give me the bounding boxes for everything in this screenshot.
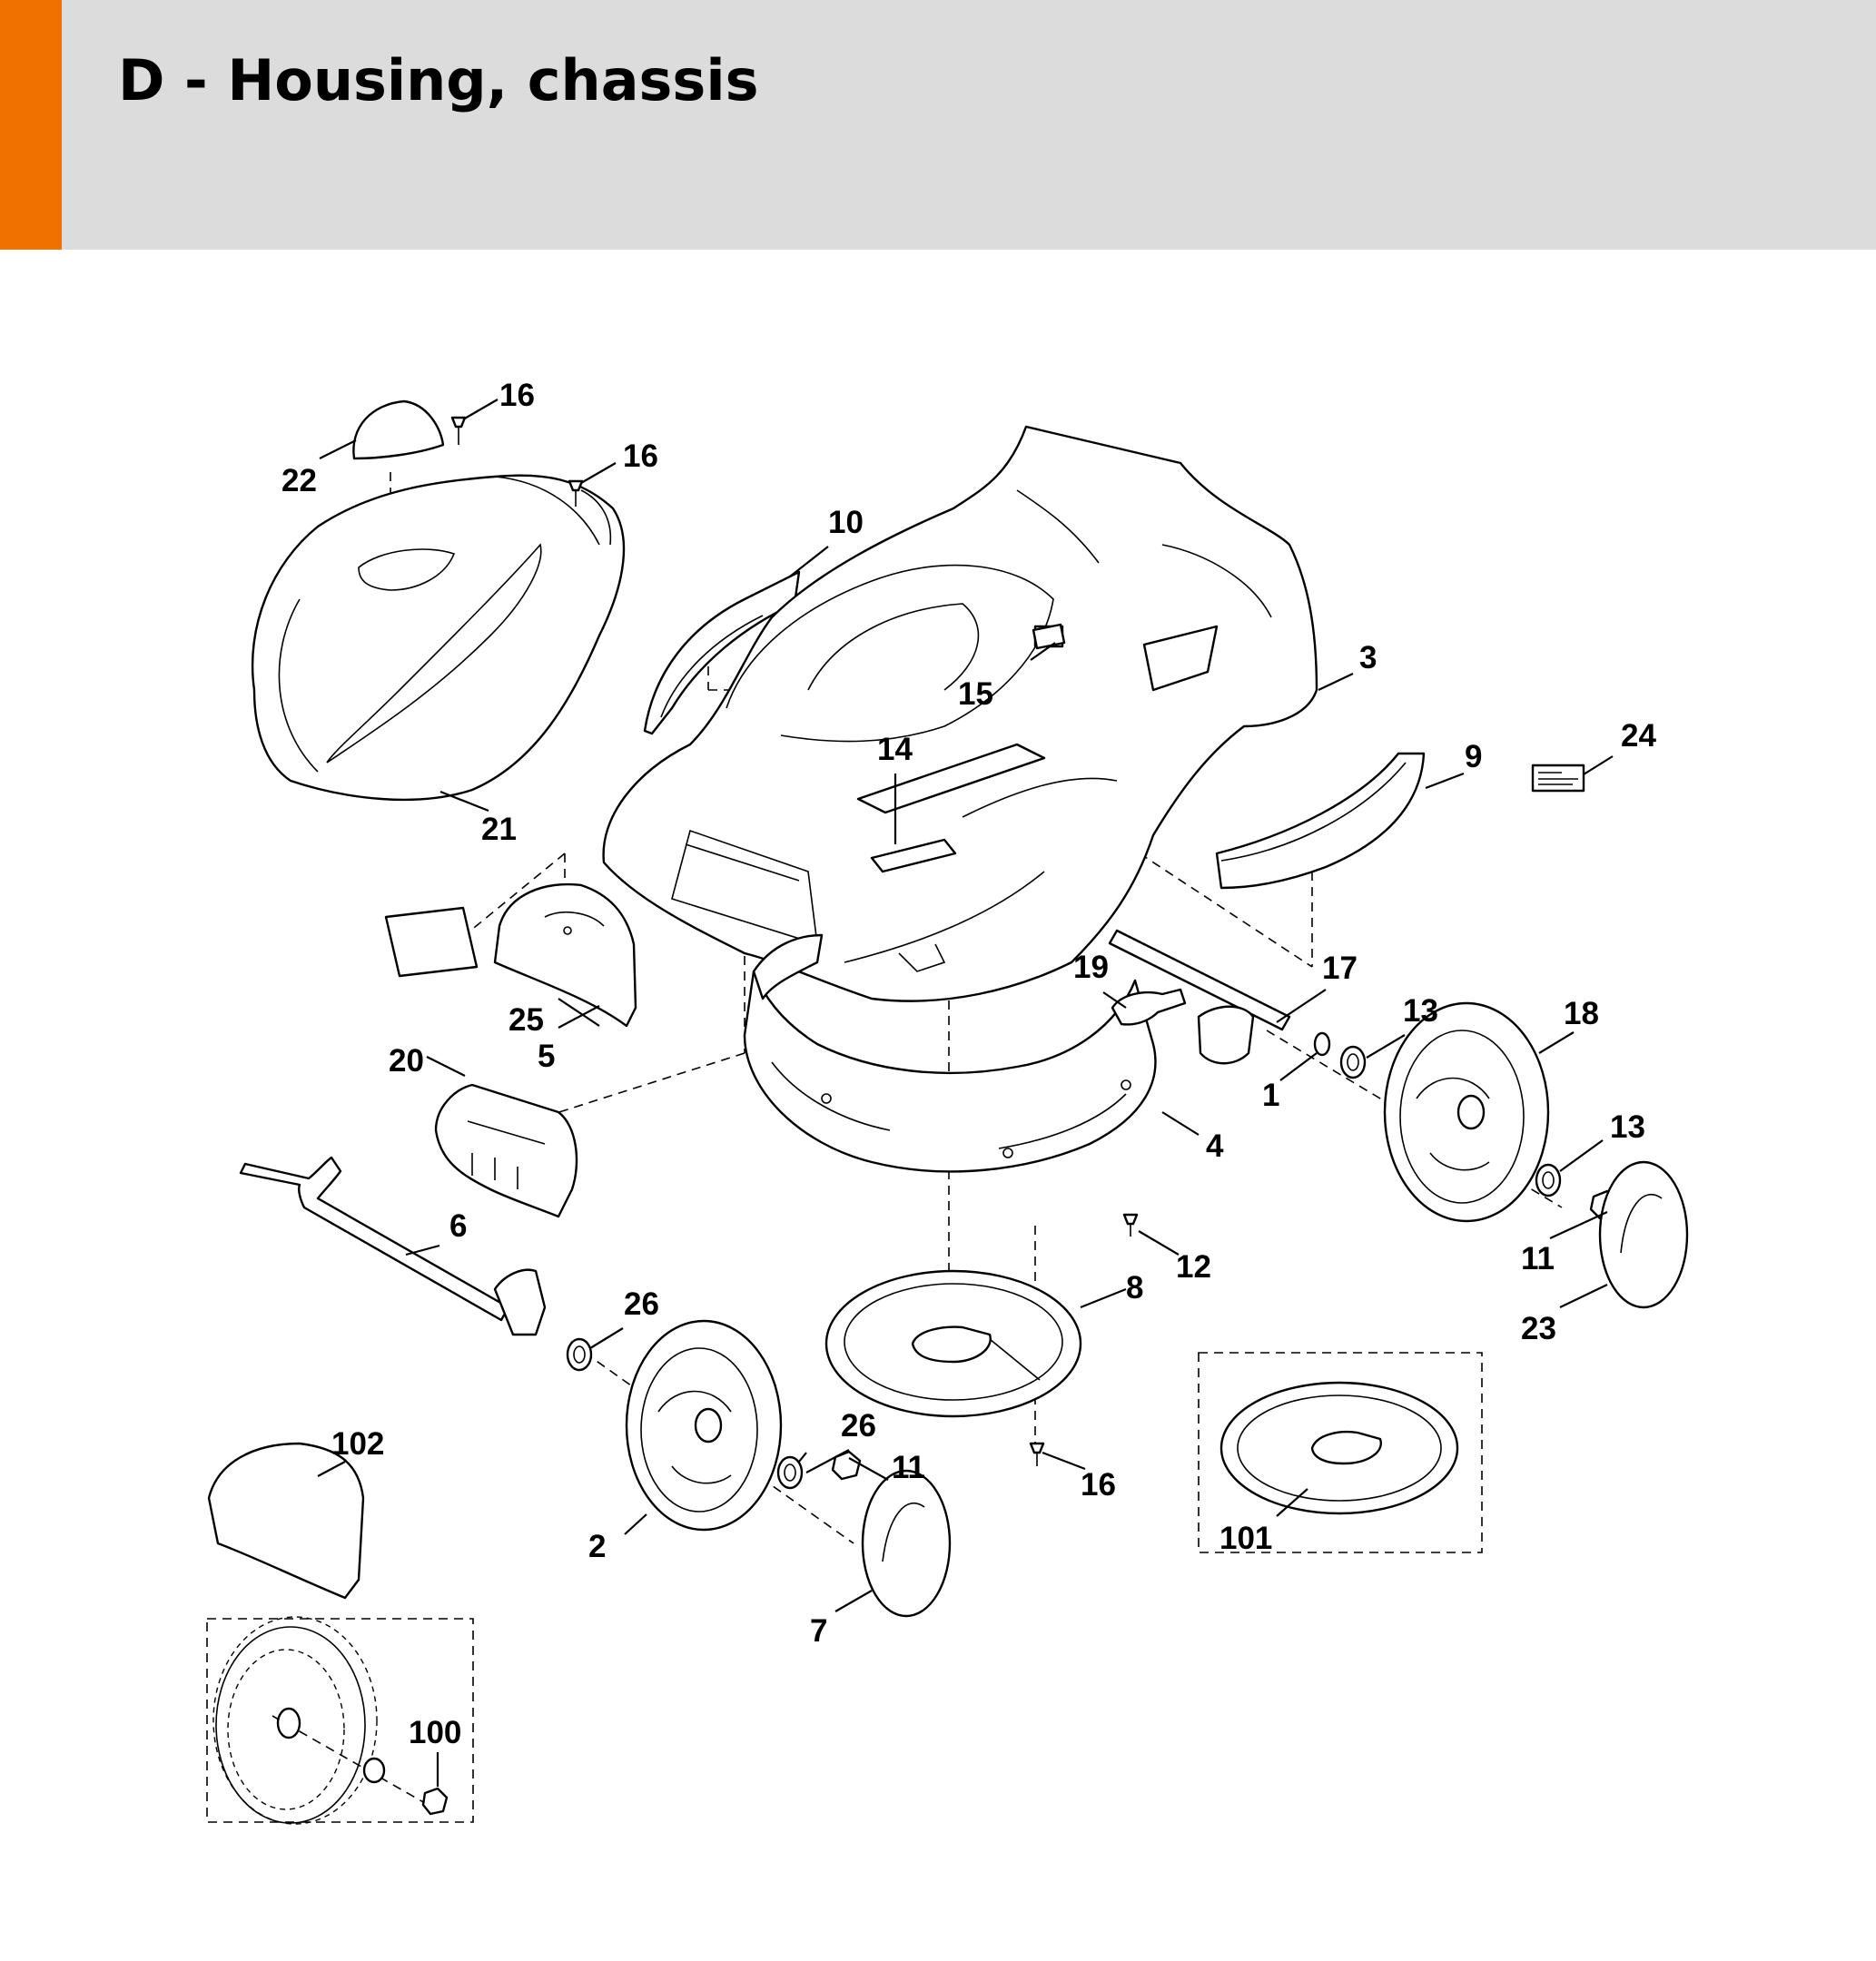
callout-23: 23 <box>1521 1311 1556 1346</box>
callout-7: 7 <box>810 1613 827 1649</box>
callout-1: 1 <box>1262 1078 1279 1113</box>
part-22-cover-plate <box>352 399 445 460</box>
callout-14: 14 <box>877 732 913 767</box>
callout-13a: 13 <box>1403 993 1438 1029</box>
part-21-main-cover <box>251 474 626 802</box>
callout-101: 101 <box>1219 1521 1272 1556</box>
part-19-lever <box>1111 988 1187 1026</box>
callout-21: 21 <box>481 812 517 847</box>
callout-2: 2 <box>588 1529 606 1564</box>
callout-26a: 26 <box>624 1286 659 1322</box>
part-5-front-deflector <box>493 882 637 1028</box>
callout-9: 9 <box>1465 739 1482 774</box>
part-15-button <box>1032 623 1066 650</box>
callout-3: 3 <box>1359 640 1377 675</box>
callout-20: 20 <box>389 1043 424 1079</box>
callout-18: 18 <box>1564 996 1599 1031</box>
part-102-cover <box>207 1442 365 1600</box>
callout-22: 22 <box>281 463 317 498</box>
part-25-label <box>384 906 479 978</box>
callout-16c: 16 <box>1081 1467 1116 1503</box>
part-9-rear-flap <box>1215 752 1426 890</box>
callout-5: 5 <box>538 1039 555 1074</box>
callout-24: 24 <box>1621 718 1656 754</box>
callout-102: 102 <box>331 1426 384 1462</box>
callout-4: 4 <box>1206 1128 1224 1164</box>
part-14-clip <box>870 838 957 873</box>
part-20-bracket <box>434 1083 578 1218</box>
part-4-deck-ring <box>743 933 1157 1173</box>
callout-labels: 1 2 3 4 5 6 7 8 9 10 11 11 12 13 13 14 1… <box>281 378 1656 1750</box>
callout-17: 17 <box>1322 951 1358 986</box>
callout-11a: 11 <box>1521 1241 1555 1276</box>
part-18-rear-wheel <box>1383 1001 1550 1223</box>
part-23-hubcap <box>1598 1160 1689 1309</box>
callout-100: 100 <box>409 1715 461 1750</box>
callout-16a: 16 <box>499 378 535 413</box>
part-13-bearings <box>1339 1045 1562 1197</box>
part-10-side-trim <box>643 570 801 735</box>
callout-10: 10 <box>828 505 864 540</box>
part-8-blade-plate <box>824 1269 1082 1418</box>
callout-6: 6 <box>449 1208 467 1244</box>
part-3-housing <box>602 425 1318 1002</box>
part-17-rear-axle <box>1108 929 1291 1065</box>
callout-11b: 11 <box>892 1450 925 1485</box>
screws <box>450 416 1139 1466</box>
kit-101-box <box>1198 1352 1483 1553</box>
page-header: D - Housing, chassis <box>0 0 1876 250</box>
part-1-washer <box>1313 1031 1331 1057</box>
part-26-bearings <box>566 1337 804 1490</box>
callout-12: 12 <box>1176 1249 1211 1285</box>
callout-16b: 16 <box>623 439 658 474</box>
accent-bar <box>0 0 62 250</box>
callout-13b: 13 <box>1610 1109 1645 1145</box>
callout-26b: 26 <box>841 1408 876 1444</box>
part-24-label <box>1531 764 1585 793</box>
part-2-front-wheel <box>625 1319 783 1532</box>
part-6-front-axle <box>239 1156 547 1336</box>
part-7-hubcap <box>861 1469 952 1618</box>
page-title: D - Housing, chassis <box>118 47 759 113</box>
callout-8: 8 <box>1126 1270 1143 1306</box>
leader-lines <box>317 399 1614 1787</box>
callout-19: 19 <box>1073 950 1109 985</box>
callout-25: 25 <box>508 1002 544 1038</box>
kit-100-box <box>206 1616 474 1825</box>
callout-15: 15 <box>958 676 993 712</box>
